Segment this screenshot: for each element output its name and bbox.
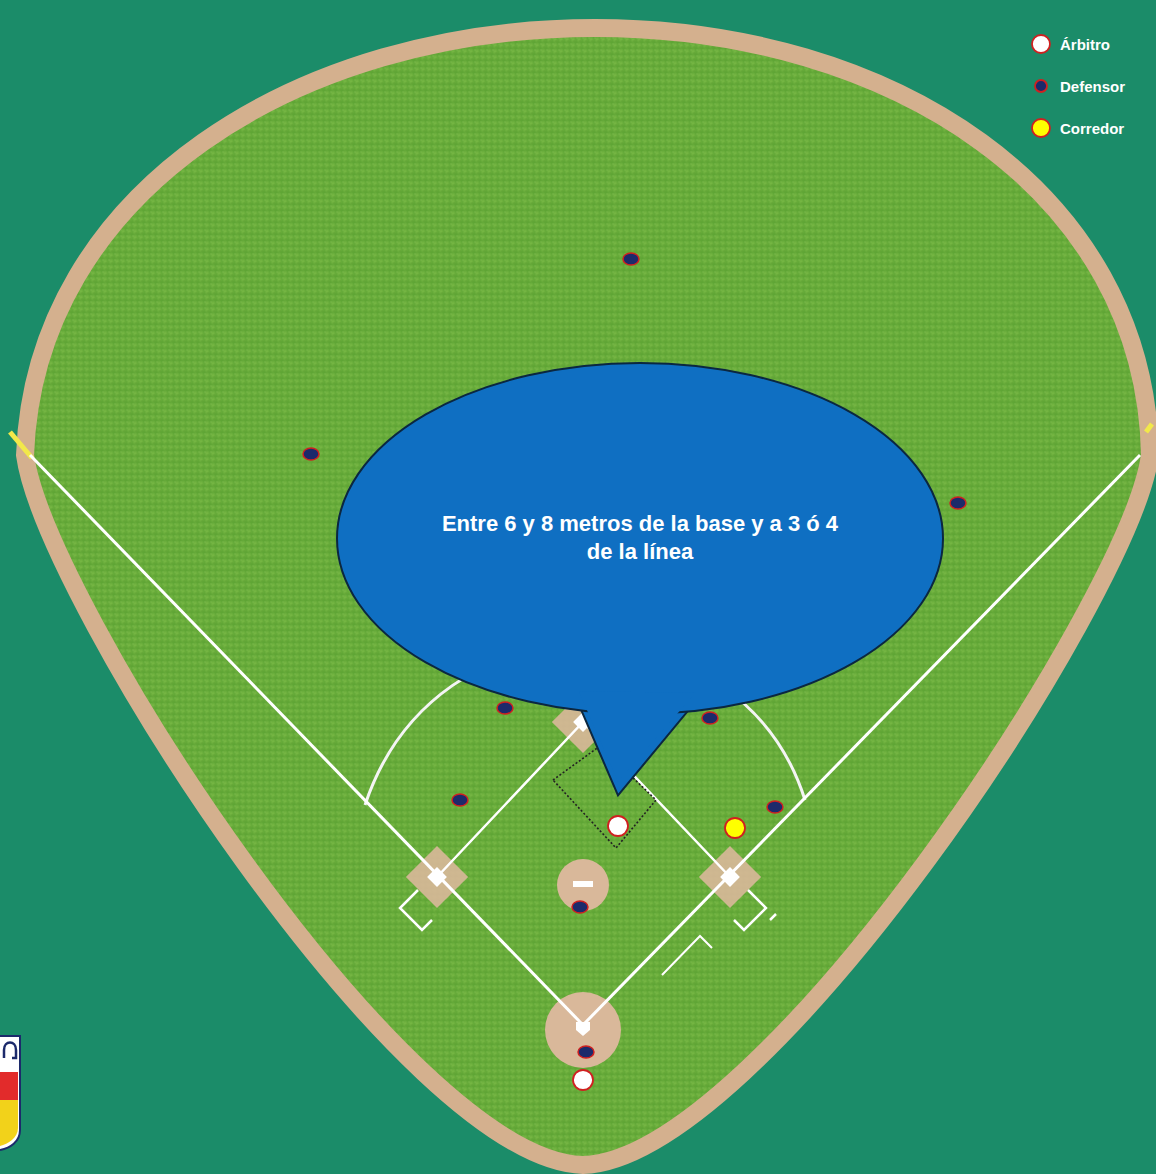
legend-entry: Árbitro xyxy=(1030,32,1110,56)
callout-tail-join xyxy=(579,691,696,781)
legend-swatch xyxy=(1032,35,1050,53)
home-dirt xyxy=(545,992,621,1068)
legend-label: Corredor xyxy=(1060,120,1124,137)
coach-box xyxy=(770,914,776,920)
pitcher-rubber xyxy=(573,881,593,887)
foul-pole xyxy=(10,432,32,458)
legend-entry: Corredor xyxy=(1030,116,1124,140)
federation-logo xyxy=(0,1036,20,1150)
callout-bubble: Entre 6 y 8 metros de la base y a 3 ó 4 … xyxy=(335,361,945,716)
legend-swatch xyxy=(1032,119,1050,137)
legend-label: Defensor xyxy=(1060,78,1125,95)
callout-text: Entre 6 y 8 metros de la base y a 3 ó 4 … xyxy=(440,510,840,566)
legend-swatch-box xyxy=(1030,33,1052,55)
baseline xyxy=(437,722,730,877)
foul-pole xyxy=(1146,424,1152,432)
legend-swatch-box xyxy=(1030,117,1052,139)
legend-entry: Defensor xyxy=(1030,74,1125,98)
runner-lane xyxy=(662,936,712,975)
callout-shape xyxy=(335,361,945,716)
legend-label: Árbitro xyxy=(1060,36,1110,53)
callout-ellipse xyxy=(337,363,943,714)
first-base xyxy=(720,867,740,887)
callout-text-wrap: Entre 6 y 8 metros de la base y a 3 ó 4 … xyxy=(335,361,945,716)
runner xyxy=(725,818,745,838)
home-plate xyxy=(576,1022,590,1036)
outfield xyxy=(25,28,1150,1165)
umpires xyxy=(573,816,628,1090)
coach-box xyxy=(400,890,432,930)
legend-swatch xyxy=(1035,80,1047,92)
third-base xyxy=(427,867,447,887)
legend-swatch-box xyxy=(1030,75,1052,97)
coach-box xyxy=(734,890,766,930)
defenders xyxy=(303,253,966,1058)
